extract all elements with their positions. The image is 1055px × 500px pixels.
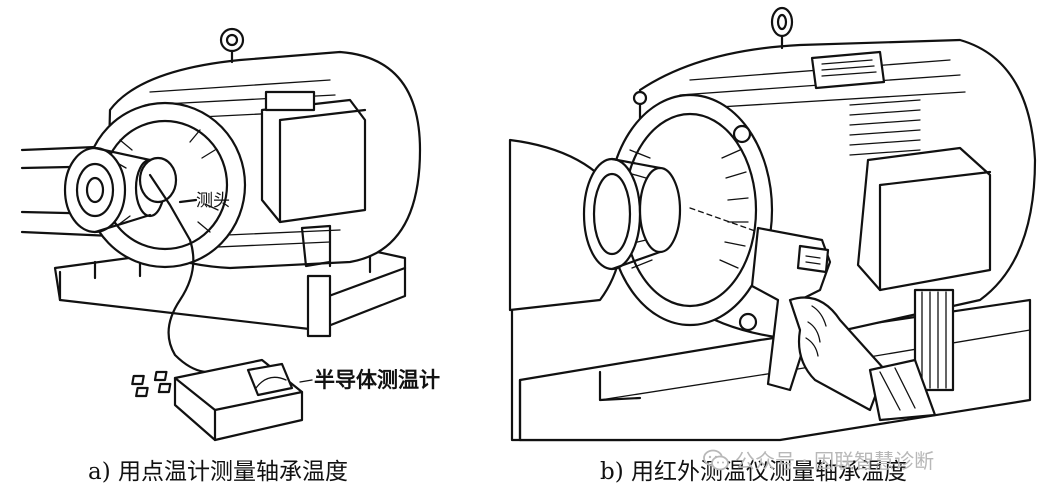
figure-b-caption: b) 用红外测温仪测量轴承温度: [600, 459, 908, 485]
figure-b-drawing: [508, 6, 1037, 442]
watermark: 公众号 · 因联智慧诊断: [703, 445, 934, 474]
figure-a-drawing: [20, 27, 422, 442]
thermometer-label: 半导体测温计: [314, 368, 440, 392]
figure-a-caption: a) 用点温计测量轴承温度: [88, 459, 348, 485]
probe-label: 测头: [196, 191, 230, 211]
watermark-text: 公众号 · 因联智慧诊断: [735, 449, 935, 473]
wechat-icon: [703, 449, 729, 470]
